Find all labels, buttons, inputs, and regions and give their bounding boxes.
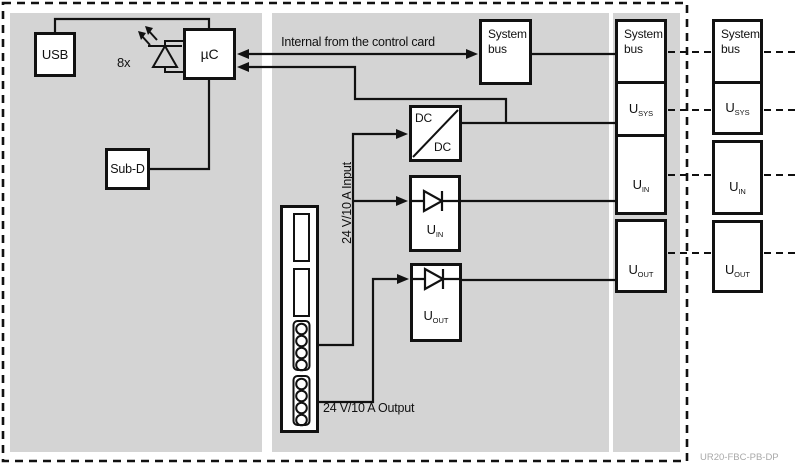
- usys-label: USYS: [628, 100, 654, 118]
- usb-box: USB: [34, 32, 76, 77]
- uin-diode-box: UIN: [409, 175, 461, 252]
- dc-top-label: DC: [415, 111, 432, 125]
- bus-col1-uout-box: UOUT: [615, 219, 667, 293]
- uout-label: UOUT: [628, 261, 654, 279]
- bus-col2-usys-box: USYS: [712, 81, 763, 135]
- uout-label: UOUT: [724, 262, 751, 279]
- led-count-label: 8x: [117, 55, 131, 70]
- supply-input-label: 24 V/10 A Input: [340, 162, 354, 244]
- uout-label: UOUT: [423, 308, 449, 325]
- bus-col1-usys-box: USYS: [615, 81, 667, 137]
- supply-output-label: 24 V/10 A Output: [323, 401, 415, 415]
- subd-label: Sub-D: [110, 162, 145, 176]
- uin-label: UIN: [426, 222, 444, 239]
- internal-bus-label: Internal from the control card: [281, 35, 435, 49]
- coupler-system-bus-box: System bus: [479, 19, 532, 85]
- usb-label: USB: [41, 47, 69, 62]
- microcontroller-label: µC: [200, 46, 219, 62]
- uin-label: UIN: [729, 179, 746, 196]
- uout-diode-box: UOUT: [410, 263, 462, 342]
- uin-label: UIN: [632, 177, 650, 194]
- usys-label: USYS: [725, 99, 750, 117]
- system-bus-label: System bus: [624, 27, 663, 57]
- terminal-strip-box: [280, 205, 319, 433]
- microcontroller-box: µC: [183, 28, 236, 80]
- subd-box: Sub-D: [105, 148, 150, 190]
- bus-col2-uin-box: UIN: [712, 140, 763, 215]
- bus-col1-system-bus-box: System bus: [615, 19, 667, 84]
- system-bus-label: System bus: [488, 27, 527, 57]
- bus-col2-system-bus-box: System bus: [712, 19, 763, 84]
- dc-bottom-label: DC: [434, 140, 451, 154]
- bus-col2-uout-box: UOUT: [712, 220, 763, 293]
- bus-col1-uin-box: UIN: [615, 134, 667, 215]
- device-type-label: UR20-FBC-PB-DP: [700, 452, 779, 463]
- system-bus-label: System bus: [721, 27, 760, 57]
